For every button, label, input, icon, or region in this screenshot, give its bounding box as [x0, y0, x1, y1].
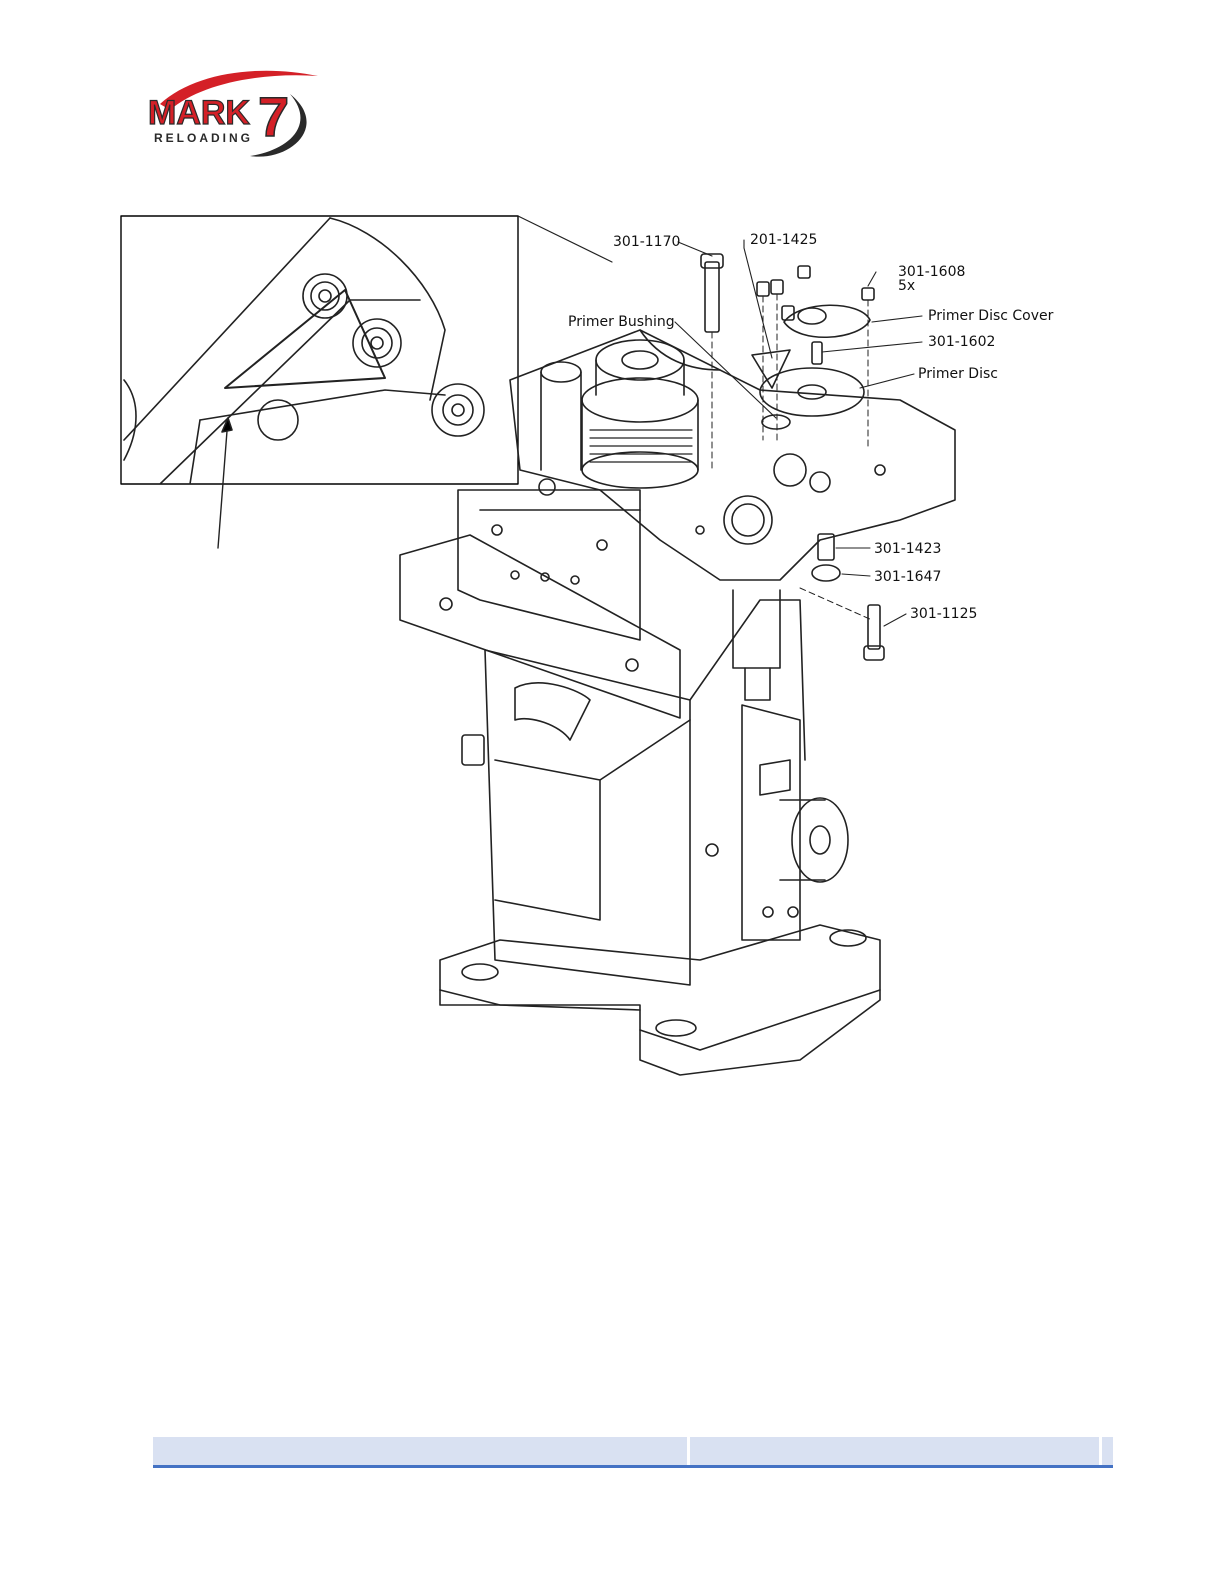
label-primer-disc: Primer Disc: [918, 366, 998, 382]
guard-plate: [400, 535, 680, 718]
inset-arrow-head: [222, 418, 232, 432]
label-primer-disc-cover: Primer Disc Cover: [928, 308, 1054, 324]
front-bracket: [458, 490, 640, 640]
inset-hole: [258, 400, 298, 440]
label-301-1602: 301-1602: [928, 334, 995, 350]
footer-table-bar: [153, 1437, 1113, 1465]
inset-screw-1: [303, 274, 347, 318]
label-301-1647: 301-1647: [874, 569, 941, 585]
label-201-1425: 201-1425: [750, 232, 817, 248]
inset-leader-line: [518, 216, 612, 262]
screw-301-1608-e: [862, 288, 874, 300]
left-tube: [539, 362, 581, 495]
footer-cell-divider: [687, 1437, 690, 1465]
label-301-1125: 301-1125: [910, 606, 977, 622]
primer-bushing: [762, 415, 790, 429]
exploded-parts: [701, 254, 884, 660]
footer-rule: [153, 1465, 1113, 1468]
screw-301-1608-a: [757, 282, 769, 296]
label-301-1170: 301-1170: [613, 234, 680, 250]
die-spindle: [582, 340, 698, 488]
inset-screw-3: [432, 384, 484, 436]
ram-linkage: [706, 590, 848, 940]
screw-301-1608-b: [771, 280, 783, 294]
label-301-1423: 301-1423: [874, 541, 941, 557]
press-base: [440, 925, 880, 1075]
part-301-1647: [812, 565, 840, 581]
detail-inset-frame: [121, 216, 518, 484]
primer-disc-cover: [784, 305, 870, 337]
footer-cell-divider-right: [1099, 1437, 1102, 1465]
bolt-301-1170: [705, 262, 719, 332]
linkage-logo-mark: [760, 760, 790, 795]
inset-arrow-line: [218, 418, 228, 548]
label-primer-bushing: Primer Bushing: [568, 314, 675, 330]
primer-disc: [760, 368, 864, 416]
press-frame: [462, 600, 805, 985]
screw-301-1608-c: [798, 266, 810, 278]
body-logo-mark: [515, 683, 590, 740]
detail-inset: [121, 216, 518, 484]
label-qty-5x: 5x: [898, 278, 915, 294]
bolt-301-1125: [868, 605, 880, 649]
bolt-301-1602: [812, 342, 822, 364]
